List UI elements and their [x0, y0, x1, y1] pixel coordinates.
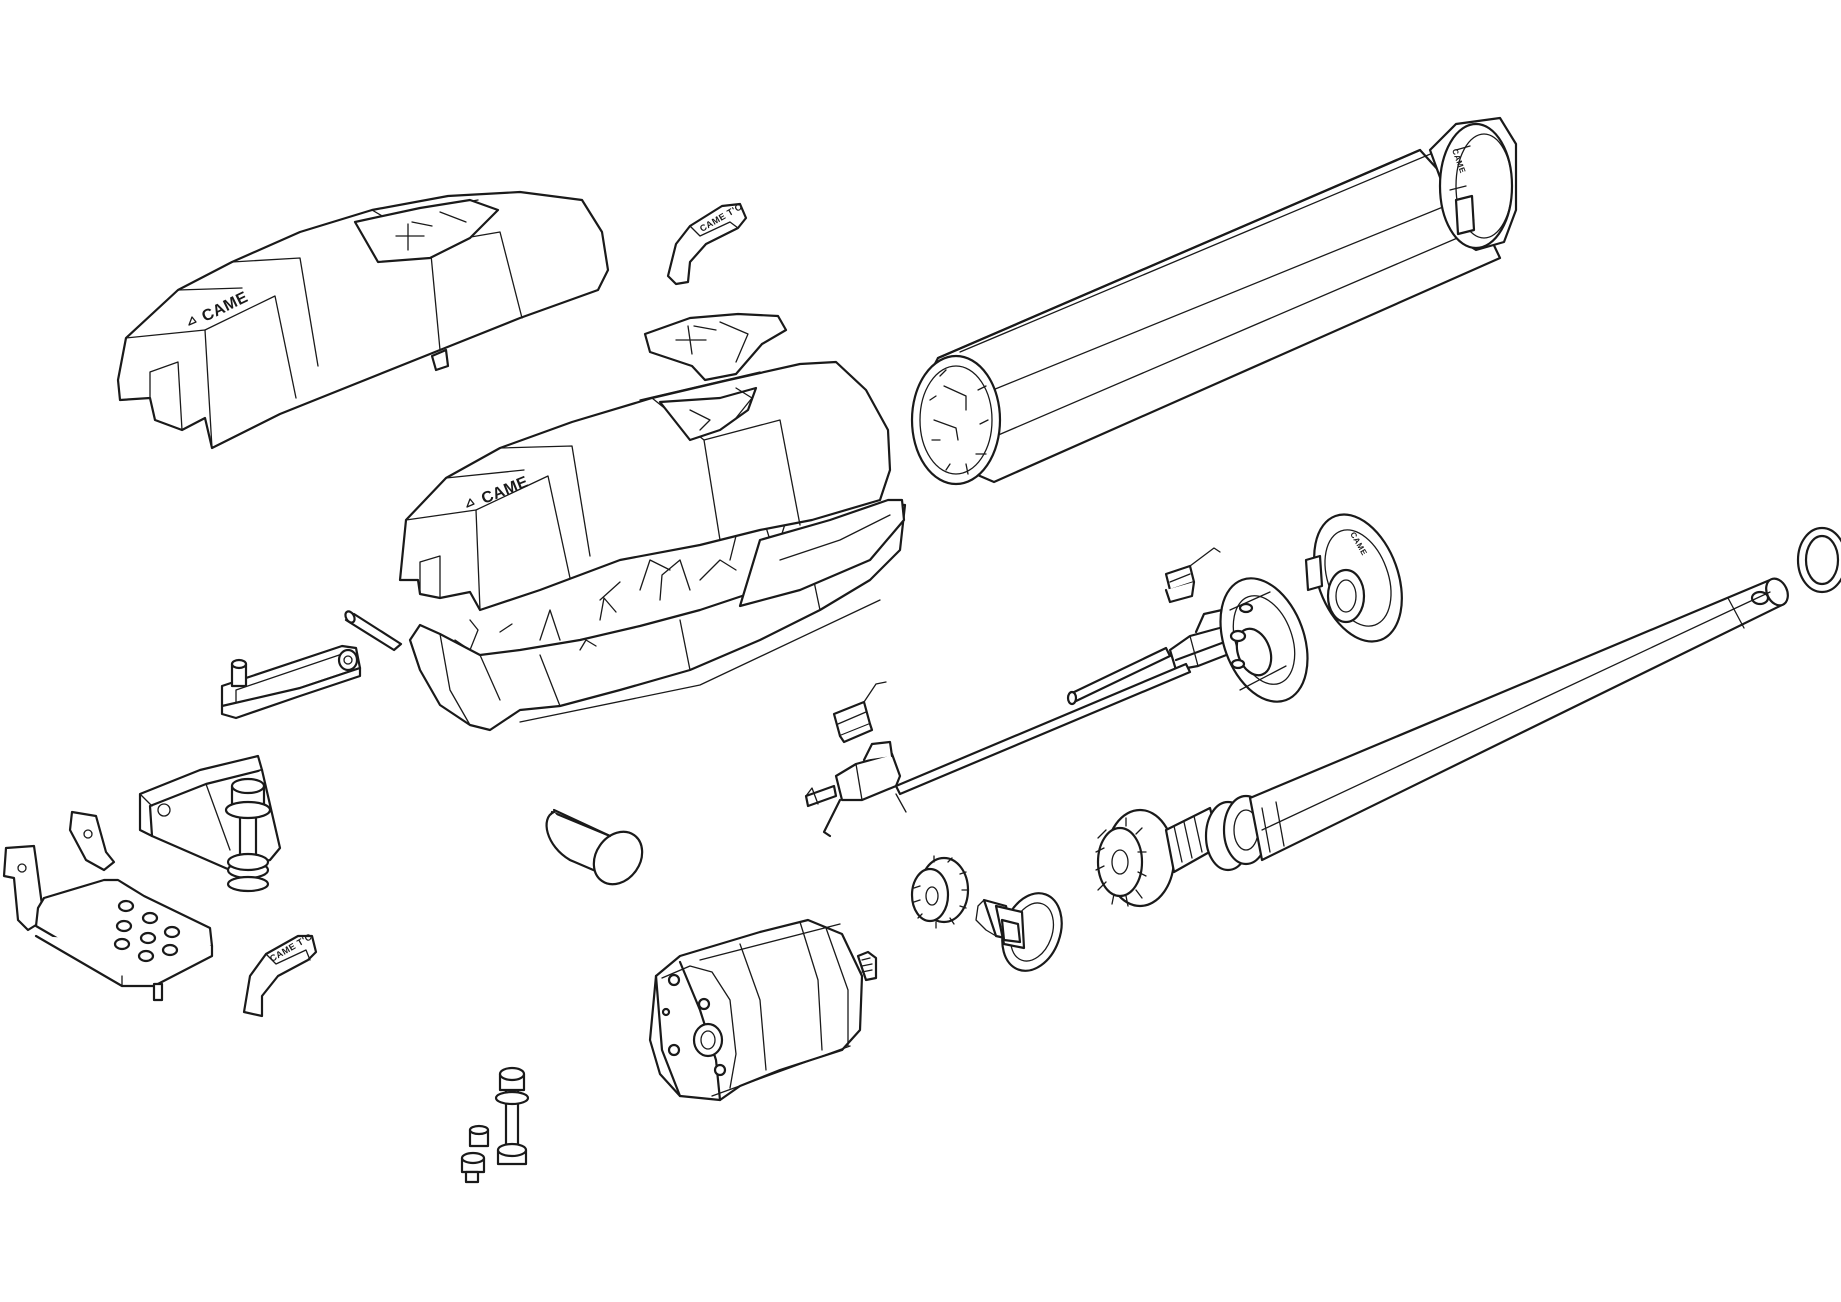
spur-gear	[910, 855, 970, 929]
link-arm	[220, 644, 362, 720]
capacitor	[545, 808, 644, 886]
limit-disc-front	[1219, 577, 1309, 703]
access-flap	[643, 312, 788, 382]
release-key-top: CAME T'C	[666, 202, 748, 286]
release-key-bottom: CAME T'C	[242, 932, 318, 1018]
limit-switch-carrier	[804, 662, 1192, 838]
limit-switch-bracket	[1066, 608, 1242, 706]
worm-wheel	[975, 892, 1063, 972]
push-rod	[1248, 577, 1789, 862]
upper-bracket	[138, 754, 282, 893]
bevel-gear	[1095, 808, 1176, 908]
motor	[648, 918, 878, 1102]
main-housing: CAME	[398, 360, 907, 732]
pin	[344, 610, 403, 652]
limit-disc-rear: CAME	[1304, 513, 1403, 643]
rod-ring	[1796, 526, 1841, 594]
microswitch-lower	[832, 681, 887, 744]
tube-end-cap: CAME	[1428, 116, 1518, 252]
base-plate	[2, 810, 214, 1002]
bolt-set	[460, 1066, 530, 1184]
upper-cover: CAME	[116, 190, 610, 450]
outer-tube	[910, 148, 1502, 486]
microswitch-upper	[1164, 547, 1221, 604]
